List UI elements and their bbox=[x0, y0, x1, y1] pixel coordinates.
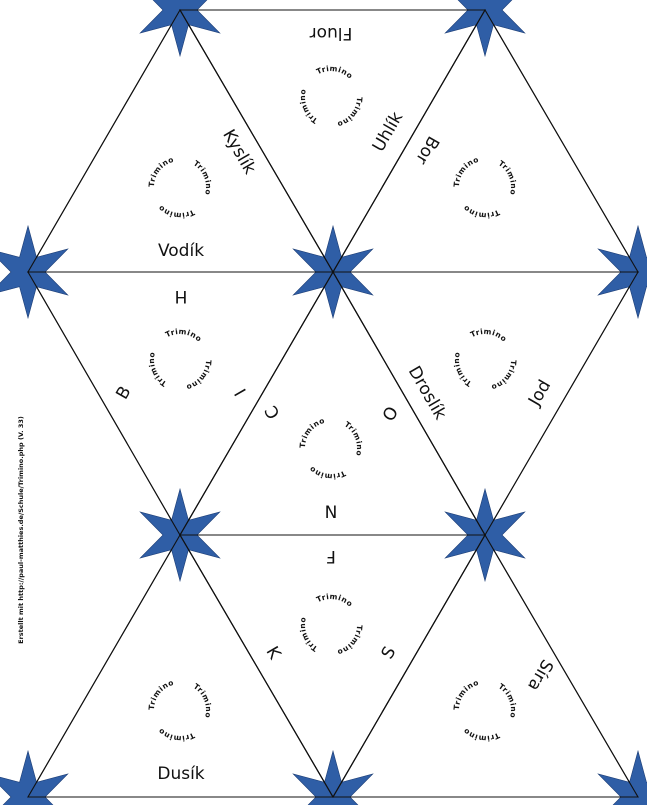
star-marker bbox=[139, 0, 221, 58]
triangle-edge bbox=[332, 271, 639, 537]
credit-text: Erstellt mit http://paul-matthies.de/Sch… bbox=[17, 416, 25, 644]
label-f: F bbox=[326, 546, 336, 566]
label-fluor: Fluor bbox=[310, 23, 353, 43]
triangle-grid bbox=[27, 8, 639, 799]
triangle-edge bbox=[27, 533, 334, 798]
star-marker bbox=[292, 749, 374, 805]
star-marker bbox=[0, 749, 69, 805]
triangle-edge bbox=[332, 533, 639, 798]
star-marker bbox=[444, 0, 526, 58]
label-n: N bbox=[325, 503, 338, 523]
label-h: H bbox=[175, 286, 188, 306]
label-vodik: Vodík bbox=[158, 241, 204, 261]
label-dusik: Dusík bbox=[157, 764, 204, 784]
